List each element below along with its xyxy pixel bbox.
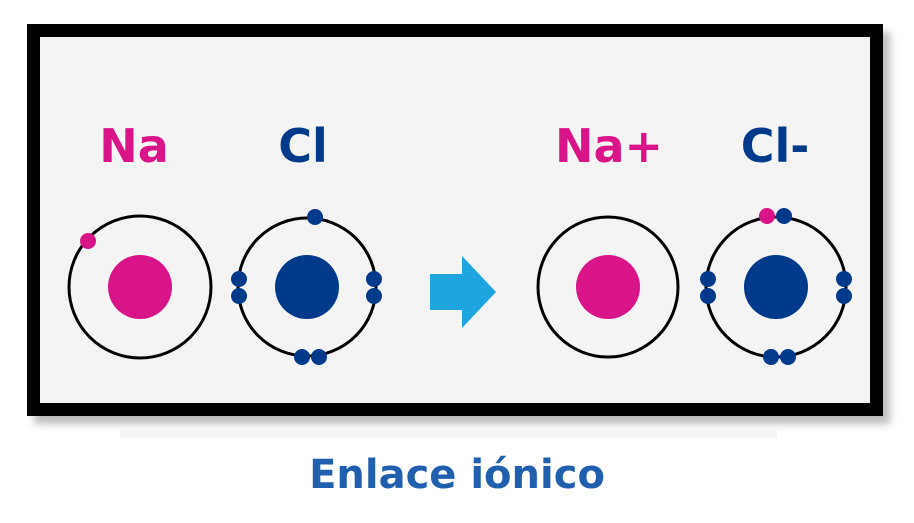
chlorine-atom (231, 209, 382, 365)
sodium-ion-orbit (536, 215, 680, 359)
chlorine-electron (294, 349, 310, 365)
chlorine-label: Cl (278, 119, 328, 173)
caption-strip (120, 430, 777, 438)
chlorine-electron (366, 288, 382, 304)
chlorine-electron (231, 271, 247, 287)
chloride-electron (700, 288, 716, 304)
sodium-ion (536, 215, 680, 359)
sodium-ion-nucleus (576, 255, 640, 319)
chloride-ion (700, 208, 852, 365)
chloride-electron (763, 349, 779, 365)
sodium-ion-label: Na+ (555, 119, 663, 173)
chlorine-electron (311, 349, 327, 365)
sodium-nucleus (108, 255, 172, 319)
chloride-electron (836, 288, 852, 304)
chloride-ion-label: Cl- (741, 119, 810, 173)
chlorine-electron (307, 209, 323, 225)
chlorine-electron (366, 271, 382, 287)
chloride-ion-nucleus (744, 255, 808, 319)
transferred-electron (759, 208, 775, 224)
sodium-orbit (67, 214, 213, 360)
chlorine-nucleus (275, 255, 339, 319)
sodium-label: Na (99, 119, 169, 173)
caption: Enlace iónico (309, 452, 605, 498)
chloride-electron (780, 349, 796, 365)
chloride-electron (836, 271, 852, 287)
chlorine-electron (231, 288, 247, 304)
chloride-electron (776, 208, 792, 224)
chloride-electron (700, 271, 716, 287)
sodium-valence-electron (80, 233, 96, 249)
right-arrow-icon (430, 256, 496, 328)
sodium-atom (67, 214, 213, 360)
